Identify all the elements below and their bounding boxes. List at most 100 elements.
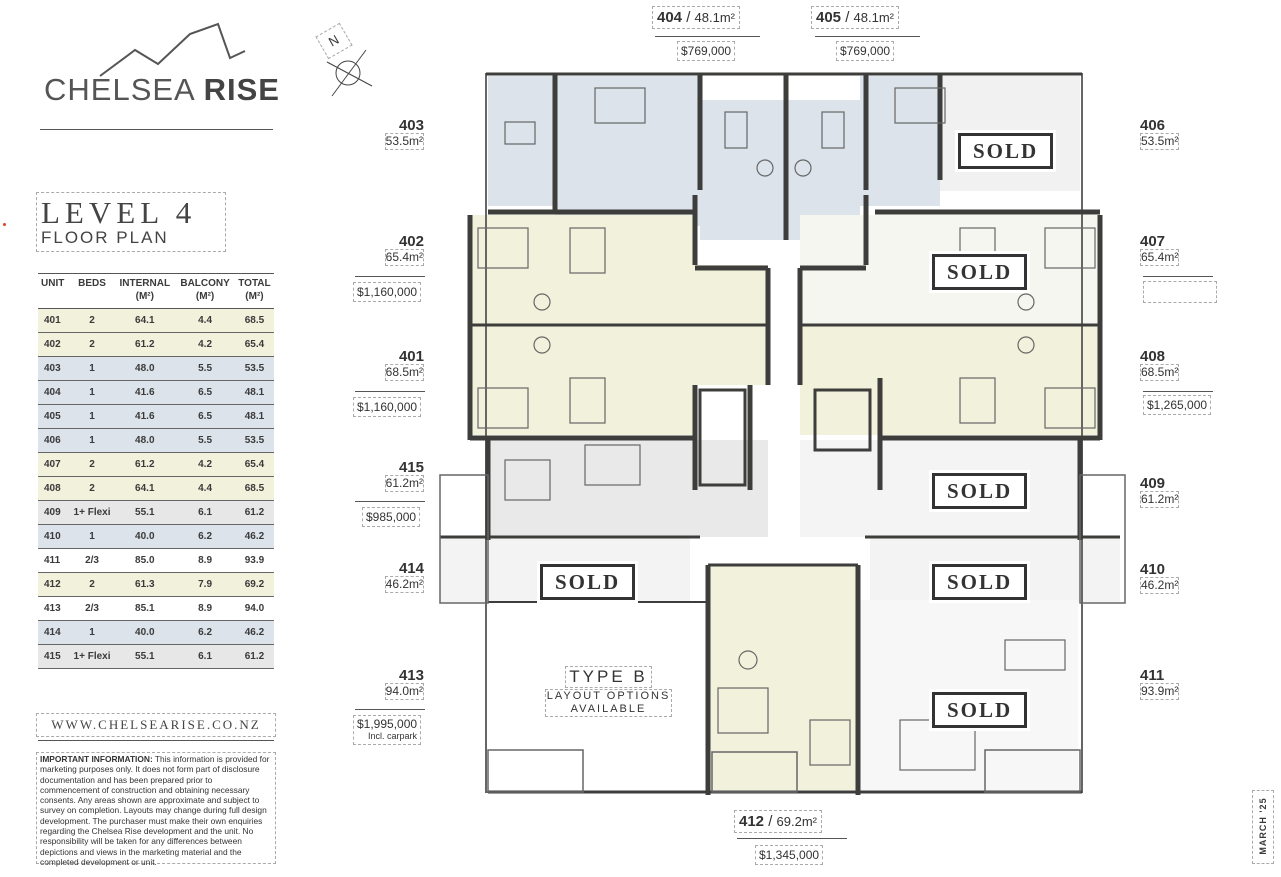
cell-total: 46.2 (234, 524, 274, 549)
level-heading: LEVEL 4 FLOOR PLAN (36, 192, 226, 252)
date-stamp: MARCH '25 (1252, 790, 1274, 864)
cell-balcony: 6.5 (175, 404, 235, 429)
sold-badge-406: SOLD (958, 133, 1054, 169)
furniture (477, 87, 1096, 771)
cell-total: 93.9 (234, 548, 274, 573)
divider (355, 709, 425, 710)
cell-internal: 48.0 (114, 428, 176, 453)
marker-dot (3, 223, 6, 226)
cell-total: 94.0 (234, 596, 274, 621)
cell-beds: 2 (69, 308, 115, 333)
compass-icon (326, 49, 373, 97)
cell-unit: 415 (38, 644, 70, 669)
cell-internal: 48.0 (114, 356, 176, 381)
divider (40, 129, 273, 130)
cell-internal: 85.1 (114, 596, 176, 621)
sold-badge-410: SOLD (932, 564, 1028, 600)
cell-unit: 403 (38, 356, 70, 381)
cell-beds: 1 (69, 356, 115, 381)
divider (38, 740, 274, 741)
unit-label-412: 412 / 69.2m² (734, 810, 823, 833)
cell-beds: 2 (69, 476, 115, 501)
cell-balcony: 5.5 (175, 428, 235, 453)
cell-internal: 41.6 (114, 380, 176, 405)
cell-balcony: 4.4 (175, 308, 235, 333)
sold-badge-414: SOLD (540, 564, 636, 600)
cell-balcony: 8.9 (175, 548, 235, 573)
cell-unit: 410 (38, 524, 70, 549)
cell-total: 65.4 (234, 332, 274, 357)
cell-total: 61.2 (234, 644, 274, 669)
divider (355, 276, 425, 277)
cell-total: 48.1 (234, 380, 274, 405)
cell-beds: 2/3 (69, 548, 115, 573)
cell-unit: 404 (38, 380, 70, 405)
cell-unit: 402 (38, 332, 70, 357)
cell-beds: 1+ Flexi (69, 500, 115, 525)
cell-beds: 1 (69, 620, 115, 645)
cell-beds: 1 (69, 380, 115, 405)
cell-beds: 2 (69, 572, 115, 597)
cell-internal: 40.0 (114, 524, 176, 549)
col-total: TOTAL(M²) (234, 273, 274, 309)
price-402: $1,160,000 (353, 282, 422, 302)
important-information: IMPORTANT INFORMATION: This information … (36, 752, 276, 867)
cell-internal: 64.1 (114, 308, 176, 333)
walls (440, 72, 1120, 795)
cell-balcony: 5.5 (175, 356, 235, 381)
cell-beds: 1 (69, 428, 115, 453)
brand-logo: CHELSEA RISE (40, 18, 279, 113)
cell-balcony: 6.5 (175, 380, 235, 405)
sold-badge-409: SOLD (932, 473, 1028, 509)
cell-beds: 1 (69, 524, 115, 549)
col-balcony: BALCONY(M²) (175, 273, 235, 309)
website-link[interactable]: WWW.CHELSEARISE.CO.NZ (36, 713, 276, 737)
divider (355, 391, 425, 392)
unit-schedule-table: UNIT BEDS INTERNAL(M²) BALCONY(M²) TOTAL… (38, 273, 274, 669)
cell-internal: 40.0 (114, 620, 176, 645)
divider (815, 36, 920, 37)
cell-balcony: 6.1 (175, 644, 235, 669)
cell-unit: 411 (38, 548, 70, 573)
cell-internal: 85.0 (114, 548, 176, 573)
col-internal: INTERNAL(M²) (114, 273, 176, 309)
price-404: $769,000 (677, 41, 736, 61)
cell-total: 48.1 (234, 404, 274, 429)
price-415: $985,000 (362, 507, 421, 527)
cell-balcony: 4.2 (175, 332, 235, 357)
cell-unit: 407 (38, 452, 70, 477)
col-unit: UNIT (38, 273, 70, 309)
col-beds: BEDS (69, 273, 115, 309)
cell-internal: 55.1 (114, 644, 176, 669)
cell-balcony: 8.9 (175, 596, 235, 621)
cell-unit: 405 (38, 404, 70, 429)
cell-total: 68.5 (234, 308, 274, 333)
cell-total: 53.5 (234, 428, 274, 453)
cell-balcony: 4.4 (175, 476, 235, 501)
cell-total: 65.4 (234, 452, 274, 477)
table-header-row: UNIT BEDS INTERNAL(M²) BALCONY(M²) TOTAL… (38, 273, 274, 309)
cell-internal: 61.2 (114, 332, 176, 357)
typeb-title: TYPE B (565, 666, 652, 688)
